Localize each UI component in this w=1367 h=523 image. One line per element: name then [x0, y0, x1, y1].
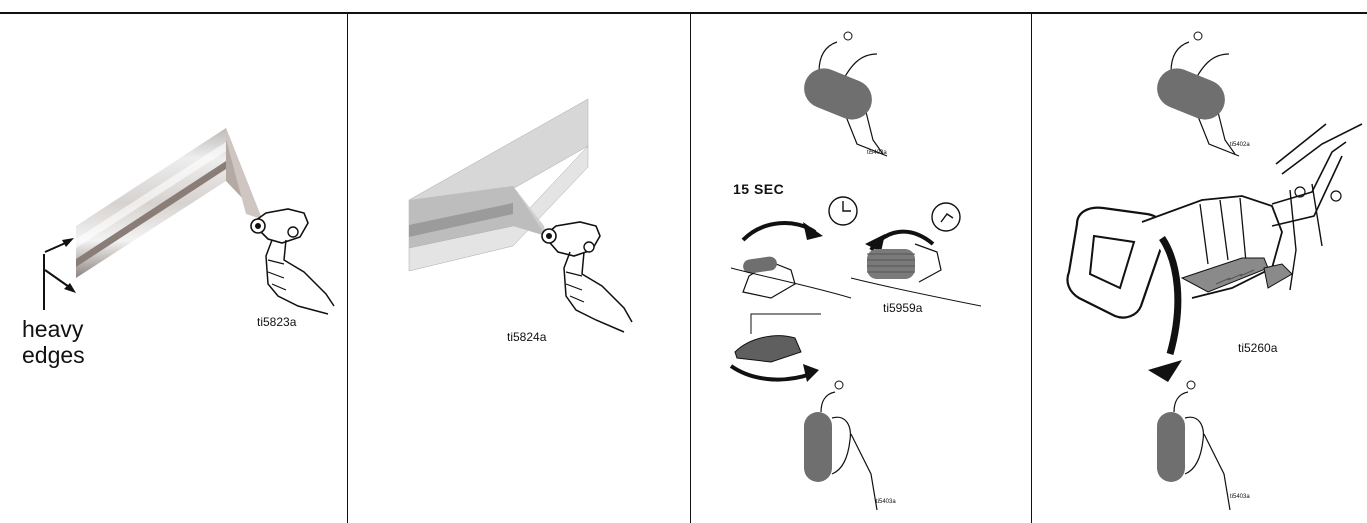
panel-heavy-edges: heavy edges ti5823a [0, 14, 347, 523]
figure-id: ti5824a [507, 330, 546, 344]
tip-clean-illustration [691, 14, 1031, 523]
figure-id-bottom: ti5403a [1230, 494, 1250, 500]
figure-id-middle: ti5959a [883, 301, 922, 315]
panel-even-pattern: ti5824a [348, 14, 690, 523]
spray-wall-illustration [348, 14, 690, 523]
caption-edges: edges [22, 342, 85, 369]
figure-id-middle: ti5260a [1238, 341, 1277, 355]
figure-id-top: ti5402a [867, 150, 887, 156]
timer-label: 15 SEC [733, 181, 784, 197]
spray-pattern-illustration [0, 14, 347, 523]
panel-rotate-tip: ti5402a 15 SEC ti5959a ti5403a [691, 14, 1031, 523]
figure-id: ti5823a [257, 315, 296, 329]
panel-tip-removal: ti5402a ti5260a ti5403a [1032, 14, 1367, 523]
figure-id-top: ti5402a [1230, 142, 1250, 148]
caption-heavy: heavy [22, 316, 83, 343]
tip-removal-illustration [1032, 14, 1367, 523]
figure-id-bottom: ti5403a [876, 499, 896, 505]
